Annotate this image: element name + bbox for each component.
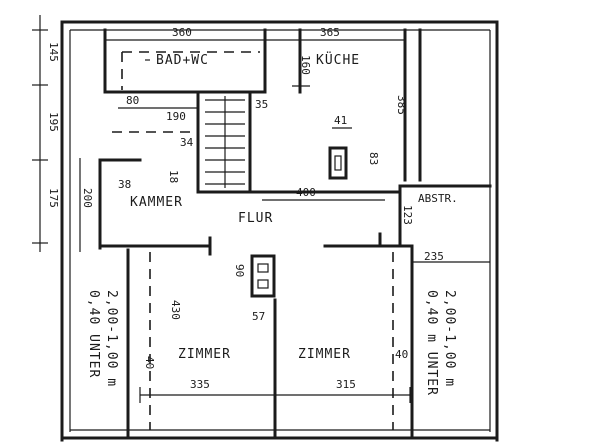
dim-stair-small2: 34 <box>180 136 194 149</box>
dim-stair-small: 35 <box>255 98 268 111</box>
dim-top-left: 360 <box>172 26 192 39</box>
side-dim-1: 145 <box>47 42 60 62</box>
note-left-line1: 0,40 UNTER <box>86 290 101 378</box>
notes: 0,40 UNTER 2,00-1,00 m 0,40 m UNTER 2,00… <box>86 290 457 396</box>
room-label-kammer: KAMMER <box>130 195 183 210</box>
note-left-line2: 2,00-1,00 m <box>104 290 119 387</box>
room-label-zimmer-right: ZIMMER <box>298 347 351 362</box>
dim-stair-width: 190 <box>166 110 186 123</box>
dim-kammer-small: 38 <box>118 178 131 191</box>
abstr-room: ABSTR. 123 <box>398 184 492 248</box>
side-dim-2: 195 <box>47 112 60 132</box>
room-label-zimmer-left: ZIMMER <box>178 347 231 362</box>
dim-stair-left: 80 <box>126 94 139 107</box>
dim-center-430: 430 <box>169 300 182 320</box>
dim-top-right: 365 <box>320 26 340 39</box>
note-right-line2: 2,00-1,00 m <box>442 290 457 387</box>
room-label-bad-wc: BAD+WC <box>156 53 209 68</box>
room-label-flur: FLUR <box>238 211 273 226</box>
staircase: 80 190 35 34 <box>118 90 268 194</box>
outer-walls <box>60 20 499 442</box>
chimney: 41 83 <box>328 114 380 180</box>
dim-kammer-height: 200 <box>81 188 94 208</box>
dim-zimmer-left-width: 335 <box>190 378 210 391</box>
dim-kitchen-depth: 160 <box>299 55 312 75</box>
dim-right-small: 235 <box>424 250 444 263</box>
dim-center-90: 90 <box>233 264 246 277</box>
room-label-abstr: ABSTR. <box>418 192 458 205</box>
dim-chimney-w: 41 <box>334 114 347 127</box>
center-shaft: 90 57 430 <box>169 254 276 323</box>
top-dimension-line: 360 365 <box>104 26 406 48</box>
dim-kitchen-height: 385 <box>395 95 408 115</box>
dim-left-40: 40 <box>143 356 156 369</box>
dim-abstr-height: 123 <box>401 205 414 225</box>
dim-right-40: 40 <box>395 348 408 361</box>
room-label-kueche: KÜCHE <box>316 51 360 68</box>
lower-partitions: 235 335 315 40 40 ZIMMER ZIMMER <box>126 246 490 440</box>
dim-center-57: 57 <box>252 310 265 323</box>
dim-chimney-h: 83 <box>367 152 380 165</box>
note-right-line1: 0,40 m UNTER <box>424 290 439 396</box>
kitchen-room: 160 KÜCHE 385 <box>292 28 422 182</box>
dim-flur-width: 400 <box>296 186 316 199</box>
bath-wc-room: BAD+WC <box>103 28 267 94</box>
dim-zimmer-right-width: 315 <box>336 378 356 391</box>
dim-kammer-small2: 18 <box>167 170 180 183</box>
left-dimension-line: 145 195 175 <box>32 15 60 252</box>
kammer-room: 200 38 18 KAMMER <box>79 131 195 252</box>
flur-corridor: 400 FLUR <box>98 186 414 256</box>
side-dim-3: 175 <box>47 188 60 208</box>
